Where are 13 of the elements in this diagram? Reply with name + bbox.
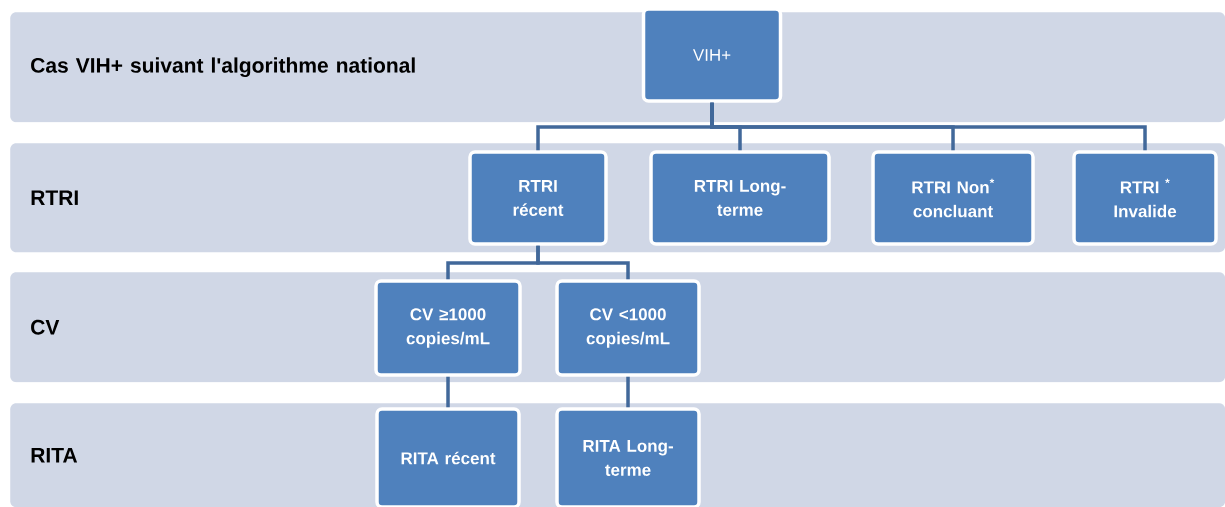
process-box: RTRI récent	[468, 150, 608, 246]
process-box: VIH+	[641, 7, 783, 103]
connector-line	[710, 102, 1147, 151]
process-box: RITA récent	[375, 407, 521, 507]
connector-line	[536, 245, 630, 280]
process-box: CV ≥1000 copies/mL	[374, 279, 522, 377]
connector-line	[446, 376, 450, 408]
process-box: RTRI Long-terme	[649, 150, 831, 246]
connector-line	[626, 376, 630, 408]
process-box: CV <1000 copies/mL	[555, 279, 701, 377]
process-box: RTRI $^{*}$ Invalide	[1072, 150, 1218, 246]
process-box: RITA Long-terme	[555, 407, 701, 507]
process-box: RTRI Non$^{*}$ concluant	[871, 150, 1035, 246]
